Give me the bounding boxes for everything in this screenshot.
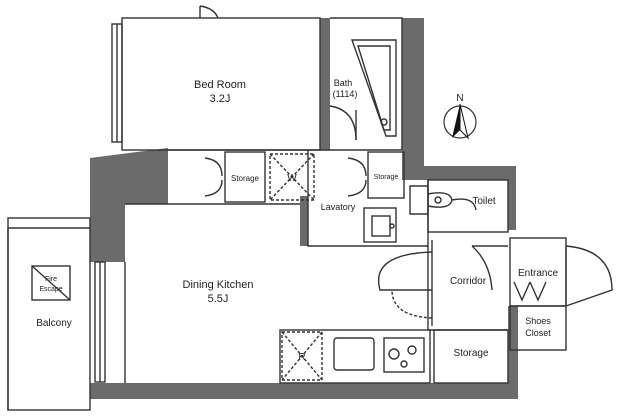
fire-escape-line2: Escape: [39, 286, 62, 293]
wardrobe-label: W: [287, 173, 297, 184]
fire-escape-hatch: [31, 265, 71, 301]
entrance-label: Entrance: [518, 268, 558, 279]
bedroom-size: 3.2J: [210, 93, 231, 105]
compass: N: [443, 93, 477, 140]
fridge-label: R: [298, 352, 305, 363]
balcony-label: Balcony: [36, 318, 72, 329]
storage-entry-label: Storage: [453, 348, 488, 359]
toilet-outline: [427, 179, 509, 233]
dining-size: 5.5J: [208, 293, 229, 305]
sink: [333, 337, 375, 371]
bath-right-wall: [402, 18, 516, 230]
bedroom-top-door: [199, 5, 219, 19]
stove: [383, 337, 425, 373]
entrance-bottom-wall: [508, 306, 518, 399]
bottom-wall: [90, 383, 515, 399]
shoes-label-line1: Shoes: [525, 316, 551, 326]
corridor-door: [378, 251, 433, 291]
fridge-outline: [281, 331, 323, 381]
storage-entry-outline: [433, 329, 509, 384]
left-pillar: [90, 148, 168, 262]
entrance-door: [565, 245, 613, 307]
bath-size: (1114): [333, 89, 358, 99]
north-arrow-icon: [452, 104, 460, 138]
bathtub: [351, 39, 397, 137]
storage-lav-label: Storage: [374, 174, 399, 181]
bedroom-label: Bed Room: [194, 79, 246, 91]
bath-door: [329, 105, 357, 141]
washbasin: [363, 207, 397, 243]
toilet-bowl: [409, 185, 429, 215]
room-labels: Bed Room 3.2J Bath (1114) Storage W Stor…: [36, 78, 558, 363]
storage-bed-label: Storage: [231, 174, 260, 183]
lavatory-label: Lavatory: [321, 202, 356, 212]
balcony-outline: [7, 217, 91, 411]
fire-escape-line1: Fire: [45, 276, 57, 283]
walls: [90, 18, 518, 399]
shoes-closet-outline: [509, 305, 567, 351]
shoes-label-line2: Closet: [525, 328, 551, 338]
bath-label: Bath: [334, 78, 353, 88]
center-column: [320, 18, 330, 150]
room-outlines: [7, 5, 613, 411]
dining-label: Dining Kitchen: [183, 279, 254, 291]
storage-lav-outline: [367, 151, 405, 199]
toilet-label: Toilet: [472, 196, 496, 207]
compass-north-label: N: [456, 93, 463, 104]
wardrobe-outline: [269, 153, 315, 201]
corridor-label: Corridor: [450, 276, 487, 287]
kitchen-counter: [279, 329, 431, 384]
storage-bed-outline: [224, 151, 266, 203]
kitchen-partition: [300, 196, 308, 246]
